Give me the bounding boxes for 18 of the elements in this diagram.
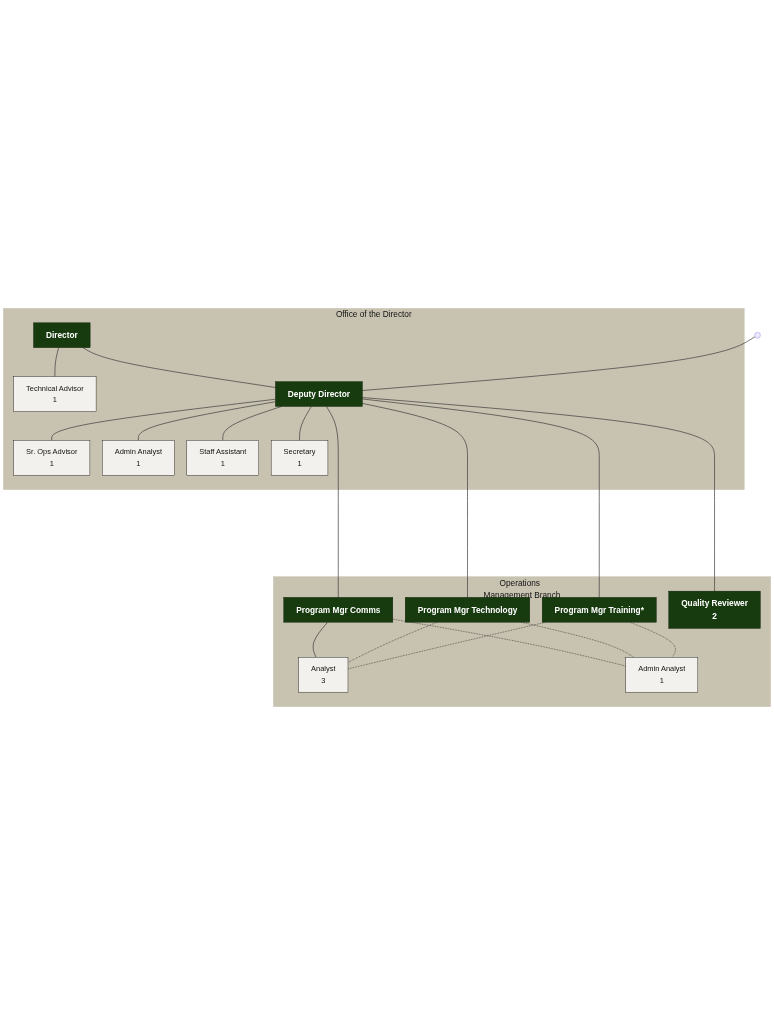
connector bbox=[312, 621, 328, 658]
connector bbox=[51, 398, 276, 441]
connector bbox=[54, 347, 59, 377]
connector bbox=[299, 406, 312, 441]
connector bbox=[392, 618, 627, 667]
connector bbox=[362, 336, 756, 391]
node-box: Deputy Director bbox=[275, 381, 363, 407]
node-box: Program Mgr Comms bbox=[283, 597, 393, 623]
node-box: Program Mgr Technology bbox=[405, 597, 530, 623]
connector bbox=[362, 397, 715, 592]
connector bbox=[138, 401, 276, 441]
connector bbox=[362, 398, 600, 598]
connector bbox=[362, 403, 468, 598]
connector bbox=[326, 406, 339, 598]
connector bbox=[82, 347, 276, 388]
node-box: Director bbox=[33, 322, 91, 348]
node-box: Quality Reviewer 2 bbox=[668, 590, 761, 629]
node-box: Program Mgr Training* bbox=[542, 597, 657, 623]
